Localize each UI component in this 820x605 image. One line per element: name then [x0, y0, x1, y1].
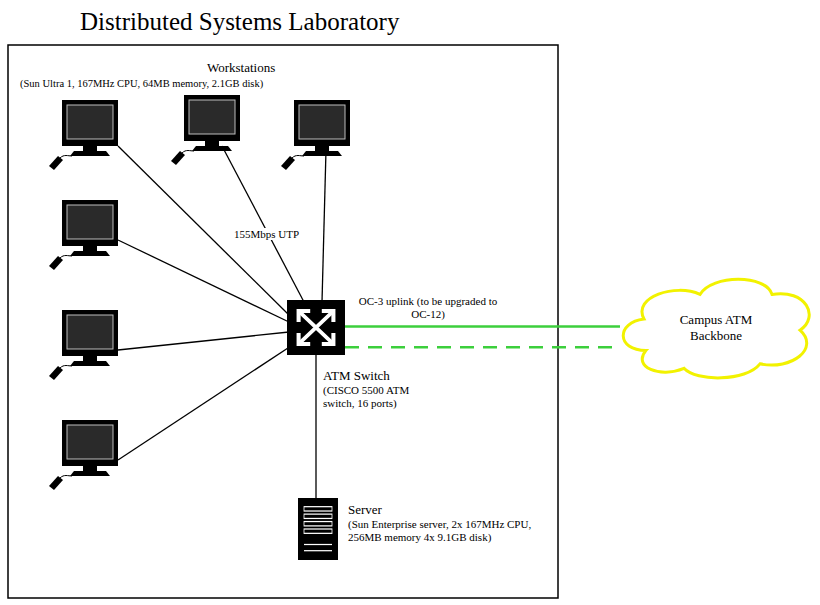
utp-wire [222, 146, 304, 302]
utp-link [315, 355, 316, 498]
workstation-icon [171, 95, 240, 165]
atm-switch: ATM Switch(CISCO 5500 ATM switch, 16 por… [287, 300, 345, 355]
cloud-outline [623, 279, 809, 378]
server-bays [304, 507, 332, 551]
utp-wire [322, 150, 326, 302]
group-label: Workstations [207, 60, 275, 76]
server-shape [298, 498, 338, 560]
uplink-line [345, 325, 620, 328]
utp-wire [118, 332, 289, 350]
server-node: Server(Sun Enterprise server, 2x 167MHz … [298, 498, 338, 560]
node-spec: (CISCO 5500 ATM switch, 16 ports) [323, 384, 443, 410]
switch-shape [287, 300, 345, 355]
switch-body [287, 300, 345, 355]
link-label: 155Mbps UTP [232, 228, 301, 240]
group-label: (Sun Ultra 1, 167MHz CPU, 64MB memory, 2… [20, 78, 263, 89]
switch-arrows [299, 311, 334, 344]
server-body [298, 498, 338, 560]
node-heading: Server [348, 502, 548, 518]
utp-wire [118, 240, 289, 322]
lab-frame [8, 45, 558, 598]
workstation-icon [49, 310, 118, 380]
workstation-icon [49, 420, 118, 490]
node-spec: (Sun Enterprise server, 2x 167MHz CPU, 2… [348, 518, 548, 544]
utp-wire [118, 346, 291, 460]
node-heading: ATM Switch [323, 368, 443, 384]
uplink-label: OC-3 uplink (to be upgraded to OC-12) [353, 295, 503, 321]
workstation-icon [49, 100, 118, 170]
node-heading: Campus ATM Backbone [656, 312, 776, 345]
workstation-icon [281, 100, 350, 170]
workstation-icon [49, 200, 118, 270]
diagram-title: Distributed Systems Laboratory [80, 8, 399, 36]
backbone-cloud: Campus ATM Backbone [616, 272, 816, 384]
uplink-line [345, 346, 620, 349]
